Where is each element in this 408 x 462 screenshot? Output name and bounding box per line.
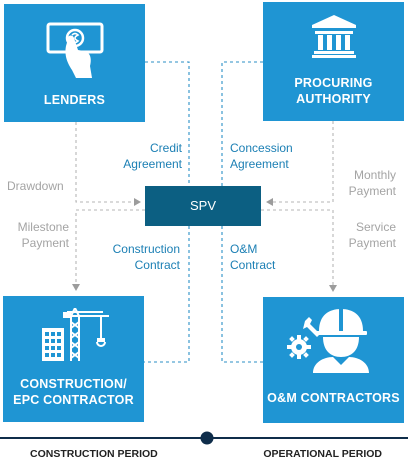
operational-period-label: OPERATIONAL PERIOD bbox=[263, 448, 382, 460]
om-contract-line bbox=[221, 226, 263, 363]
credit-agreement-line bbox=[145, 61, 190, 186]
lenders-label: LENDERS bbox=[43, 93, 106, 107]
procuring-label-line-2: AUTHORITY bbox=[296, 92, 371, 106]
concession-agreement-line bbox=[221, 61, 263, 186]
drawdown-line bbox=[75, 122, 141, 206]
building-crane-icon bbox=[42, 308, 109, 361]
monthly-payment-line bbox=[266, 121, 334, 206]
cash-in-hand-icon bbox=[46, 22, 104, 78]
milestone-payment-line bbox=[72, 209, 145, 291]
om-contractors-box: O&M CONTRACTORS bbox=[263, 297, 404, 423]
construction-epc-box: CONSTRUCTION/ EPC CONTRACTOR bbox=[3, 296, 144, 422]
construction-label-line-2: EPC CONTRACTOR bbox=[13, 393, 134, 407]
spv-box: SPV bbox=[145, 186, 261, 226]
service-payment-line bbox=[261, 209, 337, 292]
procuring-authority-box: PROCURING AUTHORITY bbox=[263, 2, 404, 121]
om-contractors-label: O&M CONTRACTORS bbox=[267, 391, 400, 405]
timeline-marker bbox=[200, 431, 214, 445]
construction-label-line-1: CONSTRUCTION/ bbox=[20, 377, 127, 391]
worker-hardhat-icon bbox=[287, 309, 369, 373]
procuring-label-line-1: PROCURING bbox=[294, 76, 373, 90]
drawdown-label: Drawdown bbox=[7, 179, 64, 193]
construction-period-label: CONSTRUCTION PERIOD bbox=[30, 448, 158, 460]
lenders-box: LENDERS bbox=[4, 4, 145, 122]
government-building-icon bbox=[312, 15, 356, 58]
